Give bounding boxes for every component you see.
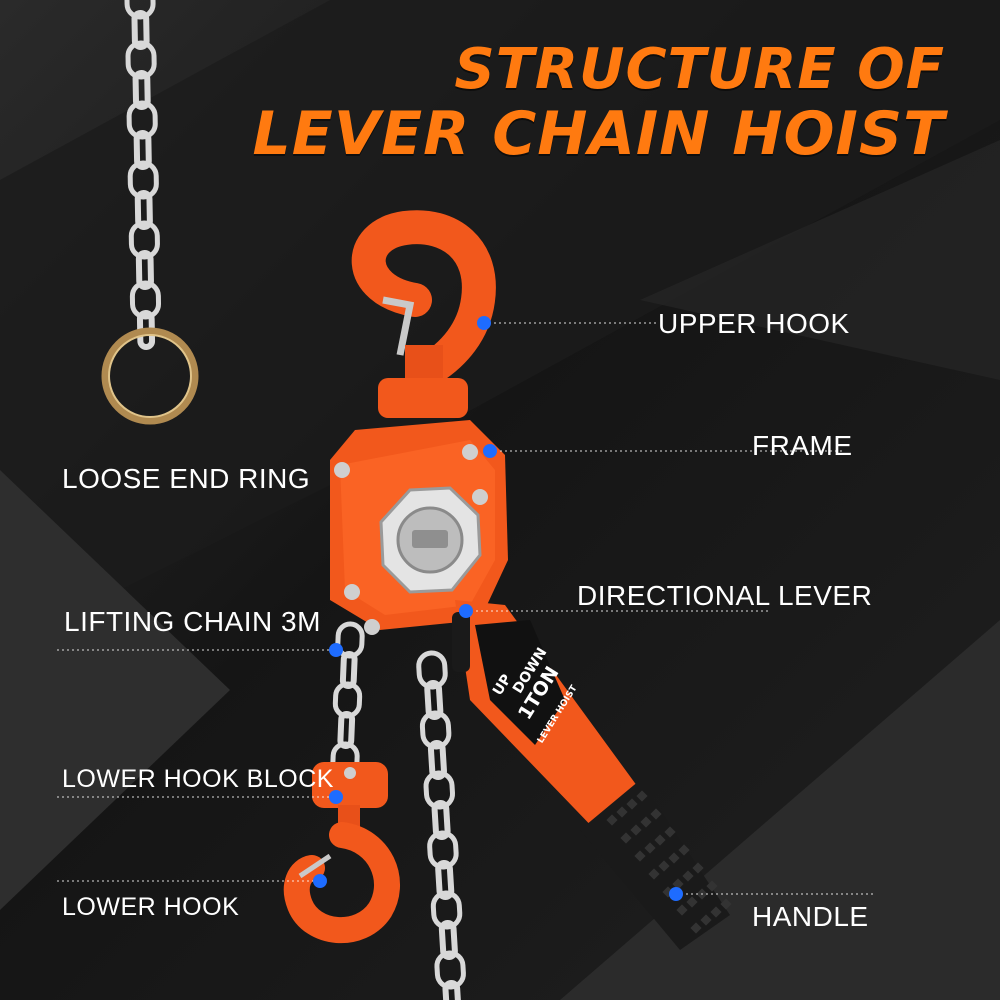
grip-texture-dot [630, 824, 642, 836]
chain-link [134, 190, 153, 230]
chain-link [431, 800, 451, 840]
label-handle: HANDLE [752, 901, 869, 932]
grip-texture-dot [668, 852, 680, 864]
chain-link [133, 130, 152, 170]
grip-texture-dot [682, 870, 694, 882]
loose-end-chain [124, 0, 162, 350]
label-frame: FRAME [752, 430, 853, 461]
callout-markers [313, 316, 683, 901]
grip-texture-dot [650, 808, 662, 820]
grip-texture-dot [640, 816, 652, 828]
grip-texture-dot [636, 790, 648, 802]
grip-texture-dot [706, 880, 718, 892]
grip-texture-dot [676, 904, 688, 916]
slack-chain [416, 650, 466, 1000]
chain-link [135, 250, 154, 290]
marker-handle [669, 887, 683, 901]
grip-texture-dot [644, 842, 656, 854]
chain-link [434, 950, 466, 990]
grip-texture-dot [700, 914, 712, 926]
chain-link [126, 100, 158, 140]
chain-link [124, 0, 156, 20]
marker-lower-hook [313, 874, 327, 888]
upper-hook [351, 210, 496, 389]
grip-texture-dot [678, 844, 690, 856]
chain-link [424, 680, 444, 720]
chain-link [128, 220, 160, 260]
chain-link [132, 70, 151, 110]
grip-texture-dot [606, 814, 618, 826]
marker-lifting-chain [329, 643, 343, 657]
marker-upper-hook [477, 316, 491, 330]
chain-link [339, 651, 358, 689]
chain-link [125, 40, 157, 80]
chain-link [416, 650, 448, 690]
grip-texture-dot [654, 834, 666, 846]
label-lower-hook: LOWER HOOK [62, 893, 240, 921]
grip-texture-dot [686, 896, 698, 908]
title-line-2: LEVER CHAIN HOIST [252, 99, 945, 169]
grip-texture-dot [634, 850, 646, 862]
grip-texture-dot [710, 906, 722, 918]
lever-arm [455, 600, 640, 835]
grip-texture-dot [692, 862, 704, 874]
chain-link [435, 860, 455, 900]
chain-link [430, 890, 463, 930]
chain-link [438, 920, 458, 960]
grip-texture-dot [672, 878, 684, 890]
directional-hub [379, 486, 482, 594]
loose-end-ring-shape [101, 327, 199, 425]
chain-link [419, 710, 452, 750]
label-lower-hook-block: LOWER HOOK BLOCK [62, 765, 334, 793]
label-loose-end-ring: LOOSE END RING [62, 463, 311, 494]
handle-grip [580, 780, 732, 950]
lower-hook [283, 805, 400, 944]
grip-texture-dot [626, 798, 638, 810]
chain-link [427, 830, 459, 870]
leader-lines [57, 322, 876, 895]
marker-lower-hook-block [329, 790, 343, 804]
label-upper-hook: UPPER HOOK [658, 308, 850, 339]
label-lifting-chain: LIFTING CHAIN 3M [64, 606, 321, 637]
grip-texture-dot [690, 922, 702, 934]
title-line-1: STRUCTURE OF [454, 37, 945, 102]
chain-link [129, 280, 162, 320]
chain-link [127, 160, 159, 200]
marker-frame [483, 444, 497, 458]
grip-texture-dot [664, 826, 676, 838]
grip-texture-dot [616, 806, 628, 818]
grip-texture-dot [620, 832, 632, 844]
chain-link [427, 740, 447, 780]
grip-texture-dot [658, 860, 670, 872]
chain-link [131, 10, 150, 50]
grip-texture-dot [648, 868, 660, 880]
marker-directional-lever [459, 604, 473, 618]
chain-link [442, 980, 462, 1000]
label-directional-lever: DIRECTIONAL LEVER [577, 580, 873, 611]
chain-link [423, 770, 456, 810]
grip-texture-dot [720, 898, 732, 910]
chain-link [337, 711, 356, 749]
directional-lever [452, 612, 470, 672]
